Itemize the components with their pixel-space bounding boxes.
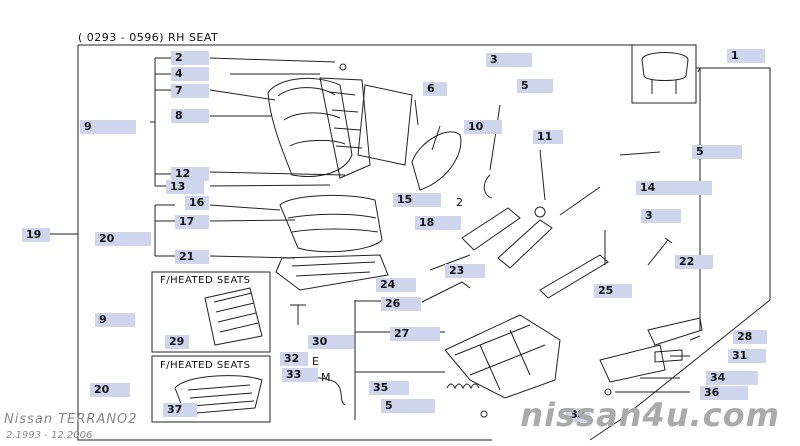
part-note-e: E bbox=[312, 355, 319, 368]
part-label-24[interactable]: 24 bbox=[376, 278, 416, 292]
part-label-5b[interactable]: 5 bbox=[692, 145, 742, 159]
cushion-frame-shape bbox=[275, 254, 389, 291]
frame-line bbox=[77, 45, 492, 441]
part-label-30[interactable]: 30 bbox=[308, 335, 354, 349]
part-label-12[interactable]: 12 bbox=[171, 167, 209, 181]
seatback-frame-shape bbox=[319, 77, 371, 179]
part-label-8[interactable]: 8 bbox=[171, 109, 209, 123]
part-label-13[interactable]: 13 bbox=[166, 180, 204, 194]
part-label-11[interactable]: 11 bbox=[533, 130, 563, 144]
brand-name: Nissan TERRANO2 bbox=[4, 412, 138, 427]
part-label-7[interactable]: 7 bbox=[171, 84, 209, 98]
part-label-21[interactable]: 21 bbox=[175, 250, 209, 264]
frame-line bbox=[589, 299, 771, 441]
back-board-shape bbox=[357, 84, 413, 166]
part-label-19[interactable]: 19 bbox=[22, 228, 50, 242]
part-label-10[interactable]: 10 bbox=[464, 120, 502, 134]
cover-part-shape bbox=[647, 317, 703, 346]
heated-cushion-pad bbox=[174, 375, 263, 415]
part-label-32[interactable]: 32 bbox=[280, 352, 308, 366]
seat-cushion-shape bbox=[279, 194, 383, 253]
part-label-1[interactable]: 1 bbox=[727, 49, 765, 63]
heated-seats-back-label: F/HEATED SEATS bbox=[160, 275, 251, 286]
heated-back-box bbox=[151, 271, 271, 353]
headrest-box bbox=[631, 44, 697, 104]
slide-rail-shape bbox=[539, 254, 609, 299]
part-note-2: 2 bbox=[456, 196, 463, 209]
part-label-27[interactable]: 27 bbox=[390, 327, 440, 341]
part-label-4[interactable]: 4 bbox=[171, 67, 209, 81]
part-label-28[interactable]: 28 bbox=[733, 330, 767, 344]
heated-cushion-box bbox=[151, 355, 271, 423]
headrest-shape bbox=[641, 52, 689, 81]
part-note-m: M bbox=[321, 371, 331, 384]
part-label-5a[interactable]: 5 bbox=[517, 79, 553, 93]
part-label-17[interactable]: 17 bbox=[175, 215, 209, 229]
part-label-33[interactable]: 33 bbox=[282, 368, 318, 382]
spring-shape bbox=[446, 383, 480, 390]
side-cover-shape bbox=[411, 131, 462, 191]
recliner-shape bbox=[461, 207, 521, 251]
part-label-20a[interactable]: 20 bbox=[95, 232, 151, 246]
part-label-35[interactable]: 35 bbox=[369, 381, 409, 395]
part-label-14[interactable]: 14 bbox=[636, 181, 712, 195]
part-label-3b[interactable]: 3 bbox=[641, 209, 681, 223]
part-label-20b[interactable]: 20 bbox=[90, 383, 130, 397]
part-label-31[interactable]: 31 bbox=[728, 349, 766, 363]
part-label-16[interactable]: 16 bbox=[185, 196, 209, 210]
part-label-23[interactable]: 23 bbox=[445, 264, 485, 278]
watermark-text: nissan4u.com bbox=[520, 396, 780, 434]
part-label-9b[interactable]: 9 bbox=[95, 313, 135, 327]
part-label-25[interactable]: 25 bbox=[594, 284, 632, 298]
part-label-36[interactable]: 36 bbox=[700, 386, 748, 400]
part-label-34[interactable]: 34 bbox=[706, 371, 758, 385]
part-label-38[interactable]: 38 bbox=[566, 408, 590, 422]
part-label-22[interactable]: 22 bbox=[675, 255, 713, 269]
part-label-3a[interactable]: 3 bbox=[486, 53, 532, 67]
frame-line bbox=[696, 67, 771, 300]
part-label-29[interactable]: 29 bbox=[165, 335, 189, 349]
part-label-2[interactable]: 2 bbox=[171, 51, 209, 65]
part-label-15[interactable]: 15 bbox=[393, 193, 441, 207]
part-label-26[interactable]: 26 bbox=[381, 297, 421, 311]
heated-seats-cushion-label: F/HEATED SEATS bbox=[160, 360, 251, 371]
part-label-37[interactable]: 37 bbox=[163, 403, 197, 417]
part-label-5c[interactable]: 5 bbox=[381, 399, 435, 413]
brand-years: 2.1993 - 12.2006 bbox=[6, 430, 93, 441]
part-label-18[interactable]: 18 bbox=[415, 216, 461, 230]
slide-frame-shape bbox=[444, 314, 561, 399]
part-label-6[interactable]: 6 bbox=[423, 82, 447, 96]
heated-back-pad bbox=[204, 287, 263, 346]
seatback-shape bbox=[267, 77, 353, 177]
part-label-9a[interactable]: 9 bbox=[80, 120, 136, 134]
diagram-title: ( 0293 - 0596) RH SEAT bbox=[78, 31, 219, 44]
